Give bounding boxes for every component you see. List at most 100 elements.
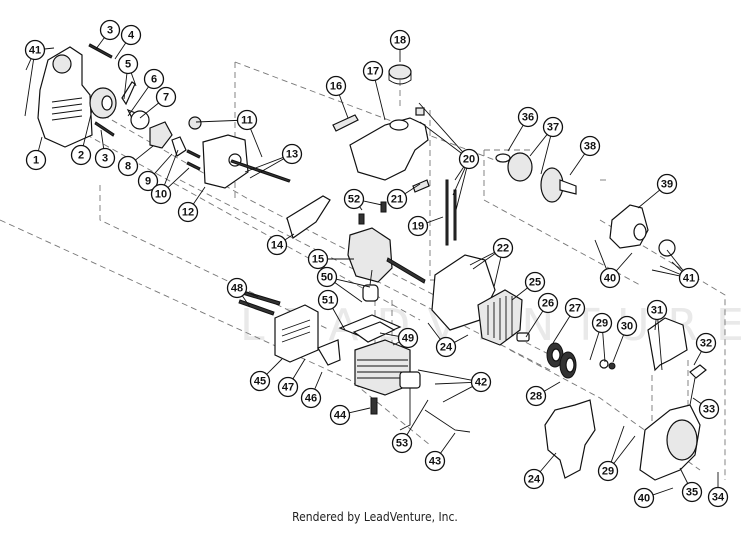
callout-circle bbox=[143, 68, 165, 90]
callout-24[interactable]: 24 bbox=[523, 452, 557, 490]
leader-line bbox=[469, 251, 495, 266]
leader-line bbox=[392, 341, 400, 346]
leader-line bbox=[693, 351, 702, 366]
leader-line bbox=[44, 47, 55, 50]
callout-49[interactable]: 49 bbox=[379, 327, 419, 349]
callout-circle bbox=[597, 460, 619, 482]
leader-line bbox=[657, 319, 663, 371]
callout-18[interactable]: 18 bbox=[389, 29, 411, 63]
callout-number: 48 bbox=[231, 283, 243, 295]
leader-line bbox=[249, 158, 284, 179]
callout-19[interactable]: 19 bbox=[407, 215, 444, 237]
callout-circle bbox=[389, 29, 411, 51]
callout-17[interactable]: 17 bbox=[362, 60, 386, 121]
part-guard bbox=[544, 399, 596, 479]
callout-circle bbox=[300, 387, 322, 409]
leader-line bbox=[543, 381, 561, 392]
leader-line bbox=[452, 167, 466, 196]
callout-51[interactable]: 51 bbox=[317, 289, 346, 331]
callout-30[interactable]: 30 bbox=[612, 315, 638, 363]
callout-7[interactable]: 7 bbox=[139, 86, 177, 119]
callout-48[interactable]: 48 bbox=[226, 277, 259, 308]
leader-line bbox=[245, 291, 259, 298]
leader-line bbox=[195, 119, 238, 123]
callout-50[interactable]: 50 bbox=[316, 266, 371, 303]
callout-13[interactable]: 13 bbox=[244, 143, 303, 179]
callout-39[interactable]: 39 bbox=[637, 173, 678, 209]
callout-24[interactable]: 24 bbox=[427, 322, 469, 358]
callout-35[interactable]: 35 bbox=[679, 467, 703, 503]
callout-6[interactable]: 6 bbox=[127, 68, 165, 117]
callout-16[interactable]: 16 bbox=[325, 75, 349, 119]
callout-number: 33 bbox=[703, 404, 715, 416]
callout-1[interactable]: 1 bbox=[25, 136, 47, 171]
callout-circle bbox=[424, 450, 446, 472]
callout-number: 43 bbox=[429, 456, 441, 468]
leader-line bbox=[25, 58, 32, 71]
callout-circle bbox=[25, 149, 47, 171]
callout-circle bbox=[155, 86, 177, 108]
callout-29[interactable]: 29 bbox=[589, 312, 613, 363]
callout-number: 41 bbox=[683, 273, 695, 285]
callout-32[interactable]: 32 bbox=[693, 332, 717, 366]
callout-15[interactable]: 15 bbox=[307, 248, 355, 270]
callout-43[interactable]: 43 bbox=[424, 432, 456, 472]
footer-credit: Rendered by LeadVenture, Inc. bbox=[292, 510, 458, 524]
callout-number: 38 bbox=[584, 141, 596, 153]
callout-42[interactable]: 42 bbox=[417, 369, 492, 403]
callout-45[interactable]: 45 bbox=[249, 358, 283, 392]
callout-14[interactable]: 14 bbox=[266, 233, 295, 256]
callout-11[interactable]: 11 bbox=[195, 109, 263, 158]
callout-53[interactable]: 53 bbox=[391, 399, 429, 454]
callout-52[interactable]: 52 bbox=[343, 188, 383, 211]
leader-line bbox=[434, 381, 472, 385]
callout-number: 41 bbox=[29, 45, 41, 57]
callout-27[interactable]: 27 bbox=[552, 297, 586, 344]
callout-40[interactable]: 40 bbox=[633, 487, 674, 509]
callout-2[interactable]: 2 bbox=[70, 109, 93, 166]
callout-21[interactable]: 21 bbox=[386, 183, 421, 210]
callout-40[interactable]: 40 bbox=[594, 239, 633, 289]
leader-line bbox=[404, 183, 421, 195]
leader-line bbox=[135, 145, 154, 161]
callout-46[interactable]: 46 bbox=[300, 371, 323, 409]
leader-line bbox=[613, 435, 636, 464]
callout-26[interactable]: 26 bbox=[525, 292, 559, 338]
callout-8[interactable]: 8 bbox=[117, 145, 154, 177]
callout-47[interactable]: 47 bbox=[277, 358, 306, 398]
callout-38[interactable]: 38 bbox=[569, 135, 601, 176]
callout-circle bbox=[523, 468, 545, 490]
callout-3[interactable]: 3 bbox=[95, 19, 121, 50]
callout-9[interactable]: 9 bbox=[137, 153, 173, 192]
callout-circle bbox=[564, 297, 586, 319]
callout-4[interactable]: 4 bbox=[114, 24, 142, 60]
leader-line bbox=[455, 168, 468, 211]
callout-number: 18 bbox=[394, 35, 406, 47]
callout-44[interactable]: 44 bbox=[329, 404, 371, 426]
callout-34[interactable]: 34 bbox=[707, 472, 729, 508]
callout-36[interactable]: 36 bbox=[507, 106, 539, 152]
callout-28[interactable]: 28 bbox=[525, 381, 561, 407]
callout-circle bbox=[99, 19, 121, 41]
leader-line bbox=[192, 186, 206, 205]
callout-number: 1 bbox=[33, 155, 39, 167]
callout-number: 40 bbox=[638, 493, 650, 505]
callout-12[interactable]: 12 bbox=[177, 186, 206, 223]
leader-line bbox=[594, 239, 607, 270]
leader-line bbox=[139, 102, 159, 119]
callout-number: 24 bbox=[528, 474, 541, 486]
callout-41[interactable]: 41 bbox=[24, 39, 55, 117]
callout-20[interactable]: 20 bbox=[418, 102, 480, 211]
callout-41[interactable]: 41 bbox=[651, 249, 700, 289]
callout-3[interactable]: 3 bbox=[94, 129, 116, 169]
leader-line bbox=[454, 334, 469, 343]
callout-31[interactable]: 31 bbox=[646, 299, 668, 371]
callout-33[interactable]: 33 bbox=[692, 397, 720, 420]
callout-37[interactable]: 37 bbox=[529, 116, 564, 175]
callout-25[interactable]: 25 bbox=[511, 271, 546, 301]
callout-circle bbox=[695, 332, 717, 354]
callout-29[interactable]: 29 bbox=[597, 425, 636, 482]
callout-22[interactable]: 22 bbox=[469, 237, 514, 288]
callout-5[interactable]: 5 bbox=[117, 53, 139, 100]
callout-10[interactable]: 10 bbox=[150, 149, 190, 205]
